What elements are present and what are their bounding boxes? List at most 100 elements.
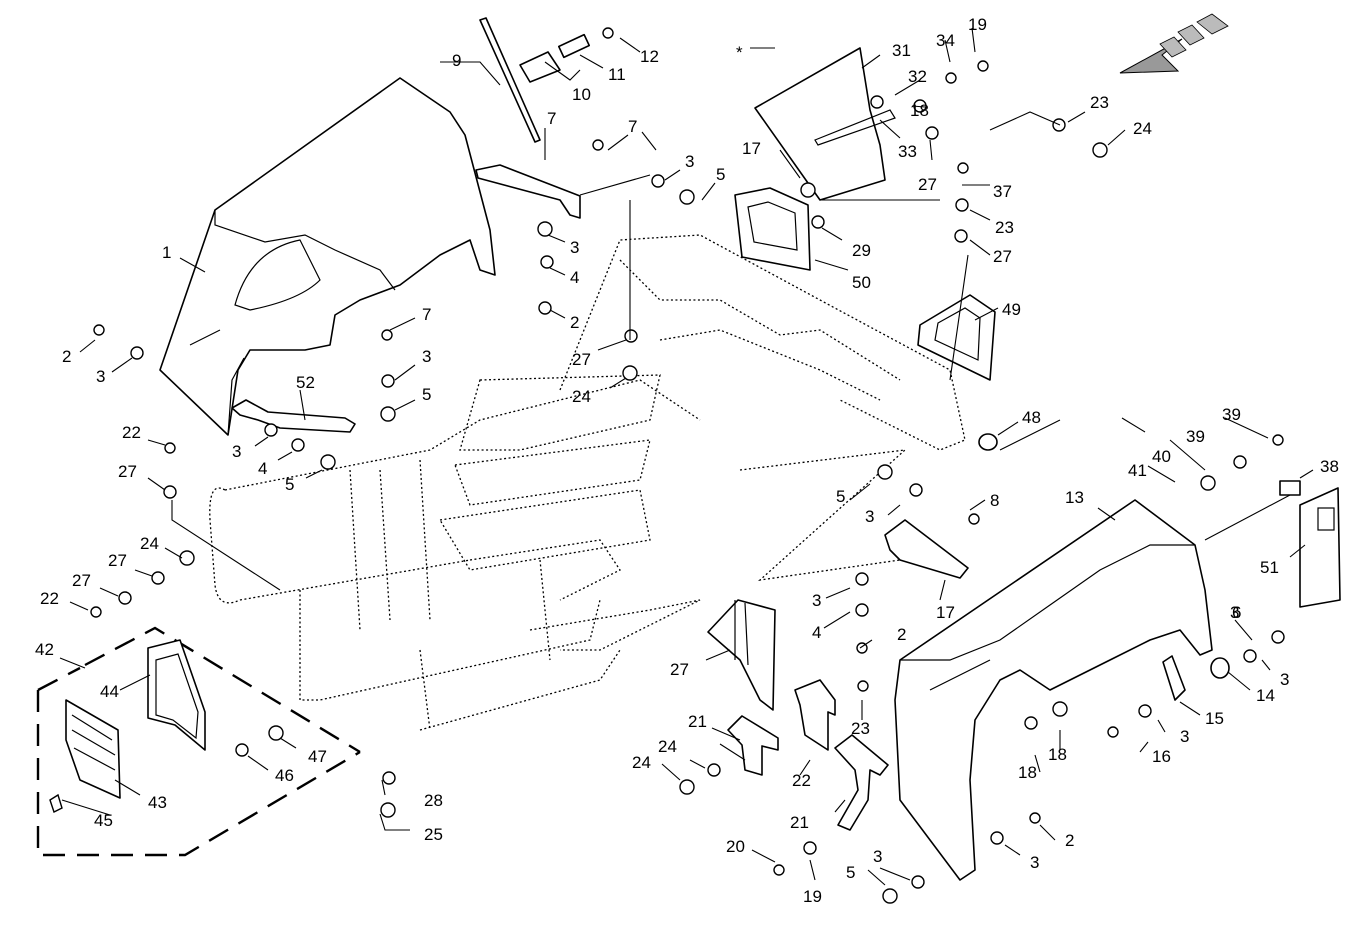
callout: 39 bbox=[1222, 405, 1241, 424]
part-47-ring bbox=[978, 433, 998, 451]
callout: 38 bbox=[1320, 457, 1339, 476]
callout: 18 bbox=[910, 101, 929, 120]
callout: 23 bbox=[995, 218, 1014, 237]
callout: 3 bbox=[685, 152, 694, 171]
callout: 32 bbox=[908, 67, 927, 86]
part-49-gasket bbox=[734, 187, 811, 271]
callout: 51 bbox=[1260, 558, 1279, 577]
callout: 3 bbox=[232, 442, 241, 461]
asterisk-marker: * bbox=[736, 43, 743, 62]
callout: 45 bbox=[94, 811, 113, 830]
callout: 13 bbox=[1065, 488, 1084, 507]
callout: 3 bbox=[422, 347, 431, 366]
part-6-bracket bbox=[475, 164, 581, 219]
callout: 52 bbox=[296, 373, 315, 392]
part-21-bracket bbox=[727, 715, 779, 776]
callout: 22 bbox=[40, 589, 59, 608]
callout-labels: 1 2 2 2 2 3 3 3 3 3 3 3 3 3 3 3 3 4 4 4 … bbox=[35, 15, 1339, 906]
callout: 5 bbox=[285, 475, 294, 494]
part-9-hinge bbox=[519, 33, 591, 83]
hardware-fasteners bbox=[90, 27, 1285, 904]
callout: 3 bbox=[1230, 603, 1239, 622]
callout: 4 bbox=[570, 268, 579, 287]
callout: 19 bbox=[968, 15, 987, 34]
callout: 44 bbox=[100, 682, 119, 701]
callout: 3 bbox=[96, 367, 105, 386]
part-50-plate bbox=[1299, 487, 1341, 608]
callout: 41 bbox=[1128, 461, 1147, 480]
callout: 18 bbox=[1018, 763, 1037, 782]
leader-lines bbox=[59, 27, 1314, 886]
part-14-plate bbox=[1162, 655, 1186, 701]
callout: 40 bbox=[1152, 447, 1171, 466]
callout: 8 bbox=[990, 491, 999, 510]
callout: 20 bbox=[726, 837, 745, 856]
callout: 5 bbox=[846, 863, 855, 882]
callout: 23 bbox=[851, 719, 870, 738]
part-12-side-panel bbox=[894, 499, 1213, 881]
callout: 23 bbox=[1090, 93, 1109, 112]
callout: 31 bbox=[892, 41, 911, 60]
part-1-side-panel bbox=[159, 77, 496, 436]
callout: 48 bbox=[1022, 408, 1041, 427]
callout: 39 bbox=[1186, 427, 1205, 446]
callout: 29 bbox=[852, 241, 871, 260]
callout: 21 bbox=[790, 813, 809, 832]
callout: 7 bbox=[628, 117, 637, 136]
callout: 24 bbox=[140, 534, 159, 553]
callout: 14 bbox=[1256, 686, 1275, 705]
callout: 3 bbox=[873, 847, 882, 866]
callout: 34 bbox=[936, 31, 955, 50]
callout: 3 bbox=[812, 591, 821, 610]
callout: 47 bbox=[308, 747, 327, 766]
part-29-plate bbox=[754, 47, 896, 201]
callout: 2 bbox=[897, 625, 906, 644]
callout: 2 bbox=[62, 347, 71, 366]
callout: 27 bbox=[670, 660, 689, 679]
callout: 46 bbox=[275, 766, 294, 785]
callout: 7 bbox=[422, 305, 431, 324]
callout: 12 bbox=[640, 47, 659, 66]
callout: 6 bbox=[1232, 603, 1241, 622]
callout: 2 bbox=[1065, 831, 1074, 850]
callout: 19 bbox=[803, 887, 822, 906]
callout: 43 bbox=[148, 793, 167, 812]
callout: 21 bbox=[688, 712, 707, 731]
part-25-guard bbox=[707, 599, 776, 711]
callout: 4 bbox=[812, 623, 821, 642]
callout: 3 bbox=[570, 238, 579, 257]
callout: 3 bbox=[865, 507, 874, 526]
part-41-group bbox=[36, 626, 361, 857]
callout: 27 bbox=[918, 175, 937, 194]
callout: 22 bbox=[122, 423, 141, 442]
callout: 2 bbox=[570, 313, 579, 332]
callout: 5 bbox=[422, 385, 431, 404]
callout: 1 bbox=[162, 243, 171, 262]
callout: 3 bbox=[1180, 727, 1189, 746]
part-37-clip bbox=[1279, 480, 1301, 496]
callout: 27 bbox=[993, 247, 1012, 266]
callout: 24 bbox=[632, 753, 651, 772]
callout: 24 bbox=[572, 387, 591, 406]
callout: 7 bbox=[547, 109, 556, 128]
callout: 37 bbox=[993, 182, 1012, 201]
callout: 27 bbox=[572, 350, 591, 369]
callout: 18 bbox=[1048, 745, 1067, 764]
part-21-bracket-2 bbox=[794, 679, 836, 751]
callout: 4 bbox=[258, 459, 267, 478]
callout: 25 bbox=[424, 825, 443, 844]
callout: 11 bbox=[608, 65, 626, 84]
callout: 42 bbox=[35, 640, 54, 659]
callout: 27 bbox=[72, 571, 91, 590]
callout: 49 bbox=[1002, 300, 1021, 319]
callout: 3 bbox=[1280, 670, 1289, 689]
callout: 5 bbox=[716, 165, 725, 184]
callout: 33 bbox=[898, 142, 917, 161]
callout: 27 bbox=[108, 551, 127, 570]
callout: 5 bbox=[836, 487, 845, 506]
callout: 17 bbox=[742, 139, 761, 158]
orientation-arrow-icon bbox=[1119, 13, 1229, 74]
callout: 24 bbox=[1133, 119, 1152, 138]
callout: 27 bbox=[118, 462, 137, 481]
